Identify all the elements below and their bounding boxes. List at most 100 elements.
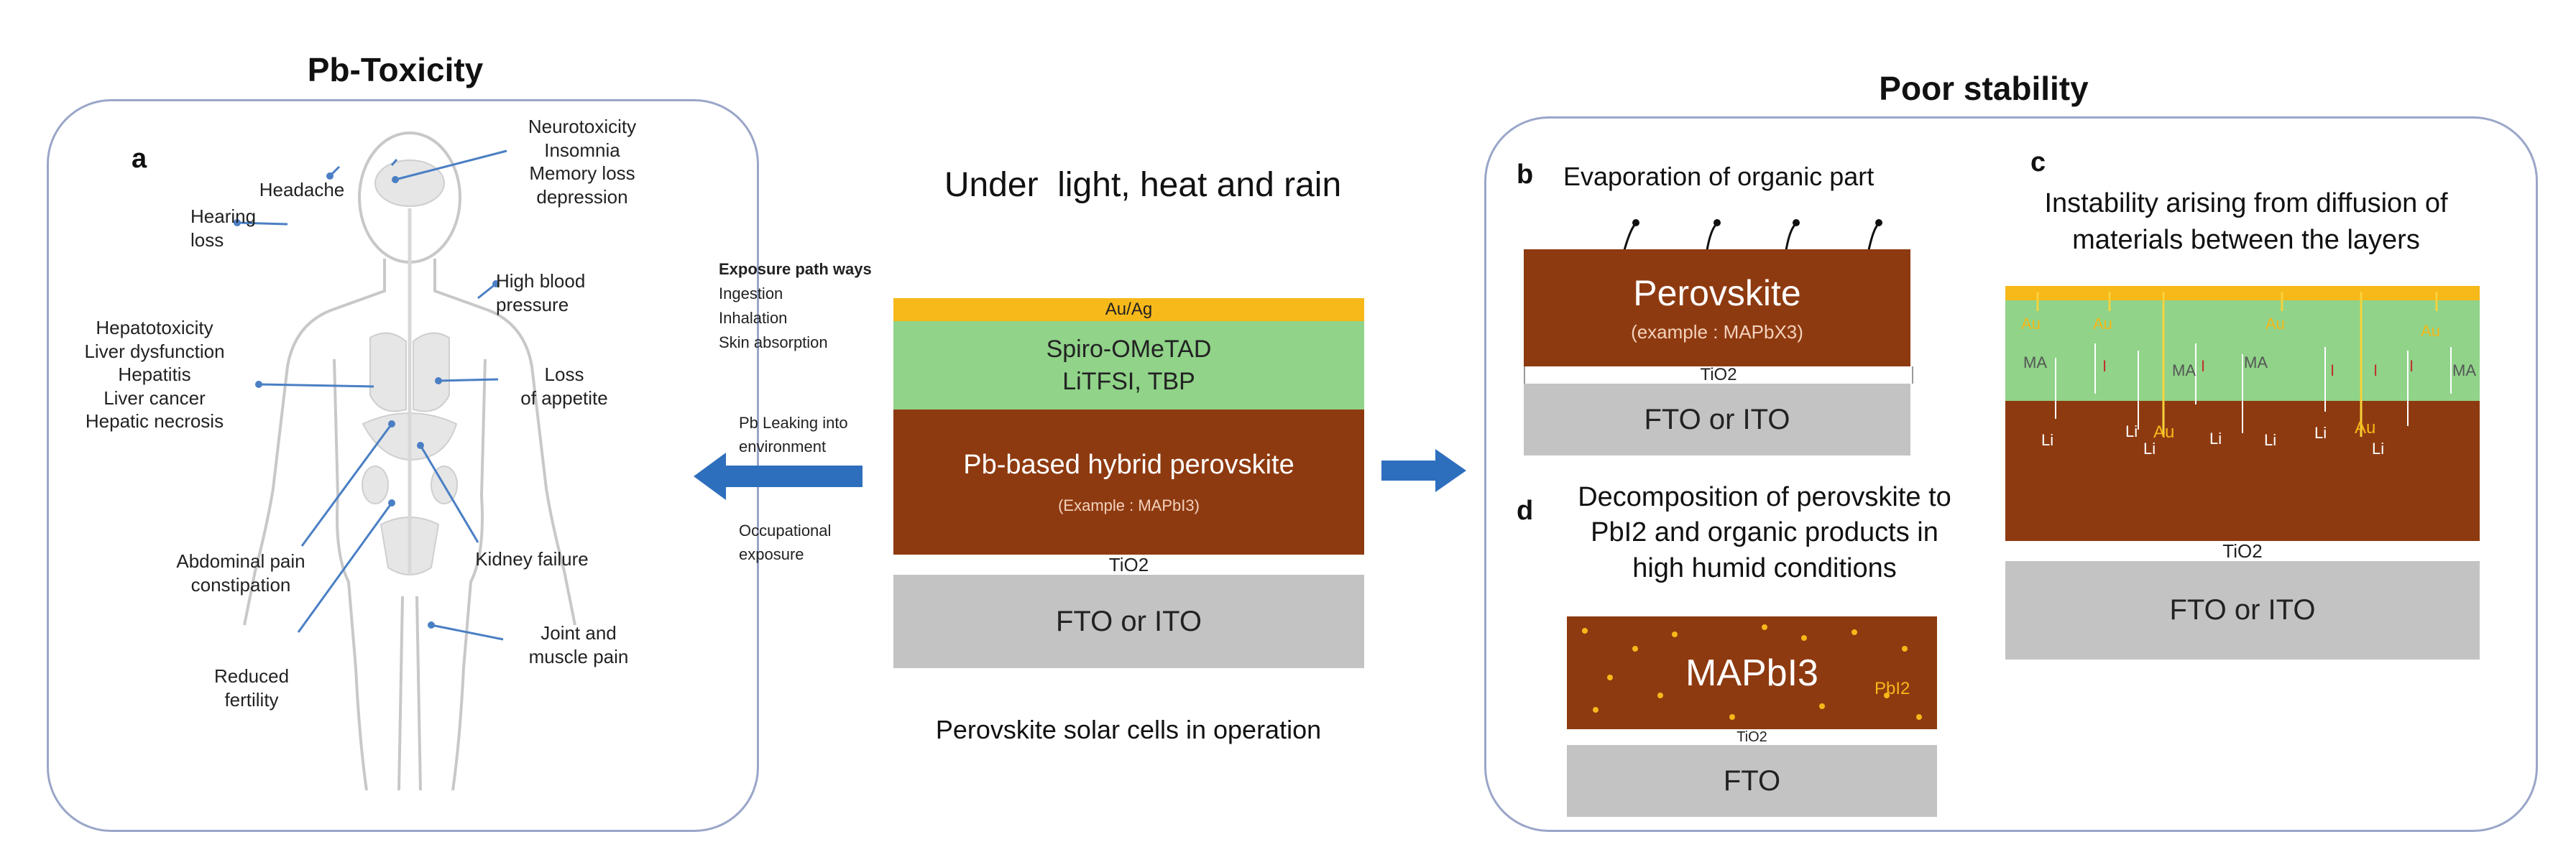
evaporation-wisps <box>1623 219 1882 251</box>
pb-toxicity-title: Pb-Toxicity <box>307 51 484 88</box>
panel-d-tio2-layer: TiO2 <box>1567 729 1937 745</box>
symptom-fertility-line: fertility <box>224 688 279 711</box>
au-diffusion-label: Au <box>2266 315 2285 333</box>
au-diffusion-label: Au <box>2093 315 2112 333</box>
ma-label: MA <box>2023 353 2047 371</box>
occupational-line: Occupational <box>739 522 832 540</box>
iodide-label: I <box>2201 357 2206 375</box>
pb-toxicity-panel <box>47 99 759 832</box>
symptom-fertility-line: Reduced <box>213 665 290 687</box>
arrow-right-to-stability <box>1381 449 1466 492</box>
symptom-neurotoxicity: Neurotoxicity Insomnia Memory loss depre… <box>518 115 647 208</box>
layer-perovskite-label: Pb-based hybrid perovskite <box>963 449 1294 480</box>
au-diffusion-label: Au <box>2421 322 2440 340</box>
center-heading: Under light, heat and rain <box>944 166 1342 204</box>
lithium-label: Li <box>2041 431 2054 449</box>
panel-d-mapbi3-label: MAPbI3 <box>1685 652 1818 694</box>
layer-fto-ito-label: FTO or ITO <box>1056 605 1202 637</box>
symptom-hearing-line: loss <box>190 228 224 251</box>
exposure-title: Exposure path ways <box>719 260 872 278</box>
iodide-label: I <box>2409 357 2414 375</box>
layer-perovskite-example: (Example : MAPbI3) <box>1058 496 1200 514</box>
symptom-abdominal-line: Abdominal pain <box>176 550 305 572</box>
symptom-abdominal-line: constipation <box>190 573 291 596</box>
panel-letter-b: b <box>1517 159 1534 190</box>
symptom-joint-line: muscle pain <box>528 645 629 667</box>
panel-d-perovskite-layer: MAPbI3 <box>1567 616 1937 729</box>
symptom-appetite-line: Loss <box>544 364 584 385</box>
symptom-liver-line: Hepatotoxicity <box>96 317 213 338</box>
panel-d-caption-line: PbI2 and organic products in <box>1591 517 1938 548</box>
pb-leaking-line: Pb Leaking into <box>739 414 848 432</box>
panel-c-substrate-label: FTO or ITO <box>2169 594 2316 626</box>
layer-fto-ito: FTO or ITO <box>893 575 1364 668</box>
symptom-bp-line: pressure <box>496 293 569 315</box>
layer-au-ag: Au/Ag <box>893 298 1364 321</box>
au-diffusion-label: Au <box>2153 422 2175 442</box>
panel-b-substrate-layer: FTO or ITO <box>1524 384 1910 455</box>
symptom-leader-lines <box>234 149 507 641</box>
panel-letter-d: d <box>1517 496 1534 526</box>
exposure-item: Inhalation <box>719 309 788 328</box>
layer-tio2-label: TiO2 <box>1108 553 1149 575</box>
panel-d-substrate-label: FTO <box>1723 764 1781 797</box>
au-diffusion-label: Au <box>2355 418 2376 438</box>
layer-perovskite: Pb-based hybrid perovskite (Example : MA… <box>893 410 1364 555</box>
ma-label: MA <box>2172 361 2196 379</box>
layer-spiro-ometad: Spiro-OMeTAD LiTFSI, TBP <box>893 321 1364 410</box>
symptom-hearing-loss: Hearing loss <box>190 205 270 251</box>
exposure-item: Ingestion <box>719 285 783 303</box>
occupational-exposure-label: Occupational exposure <box>739 519 831 566</box>
symptom-headache: Headache <box>259 179 345 200</box>
lithium-label: Li <box>2264 431 2277 449</box>
panel-d-caption-line: high humid conditions <box>1632 552 1897 583</box>
ma-label: MA <box>2452 361 2476 379</box>
symptom-neuro-line: Memory loss <box>529 162 635 184</box>
panel-b-example: (example : MAPbX3) <box>1631 321 1803 343</box>
symptom-liver-line: Liver dysfunction <box>84 340 225 362</box>
symptom-bp-line: High blood <box>496 270 586 292</box>
symptom-liver-line: Hepatitis <box>118 364 191 385</box>
panel-d-substrate-layer: FTO <box>1567 745 1937 817</box>
panel-d-pbi2-label: PbI2 <box>1874 679 1910 698</box>
iodide-label: I <box>2330 361 2335 379</box>
panel-c-caption-line: materials between the layers <box>2072 225 2420 256</box>
panel-d-caption-line: Decomposition of perovskite to <box>1578 482 1951 512</box>
layer-htl-line: LiTFSI, TBP <box>1062 367 1195 395</box>
panel-b-substrate-label: FTO or ITO <box>1644 403 1790 435</box>
panel-b-caption: Evaporation of organic part <box>1563 162 1874 191</box>
panel-c-caption: Instability arising from diffusion of ma… <box>1995 185 2498 259</box>
exposure-item: Skin absorption <box>719 333 828 352</box>
symptom-liver-line: Hepatic necrosis <box>85 410 224 432</box>
lithium-label: Li <box>2372 440 2385 458</box>
panel-letter-c: c <box>2030 147 2046 177</box>
symptom-abdominal-pain: Abdominal pain constipation <box>165 550 316 596</box>
lithium-label: Li <box>2314 424 2327 442</box>
symptom-hearing-line: Hearing <box>190 205 257 227</box>
symptom-appetite-line: of appetite <box>520 387 608 409</box>
symptom-high-blood-pressure: High blood pressure <box>496 269 625 316</box>
ma-label: MA <box>2244 353 2268 371</box>
panel-b-tio2-label: TiO2 <box>1700 365 1737 384</box>
exposure-pathways: Exposure path ways Ingestion Inhalation … <box>719 257 872 355</box>
layer-htl-line: Spiro-OMeTAD <box>1046 336 1212 364</box>
panel-letter-a: a <box>132 144 147 174</box>
panel-b-perovskite-label: Perovskite <box>1633 273 1801 313</box>
panel-c-caption-line: Instability arising from diffusion of <box>2044 188 2448 218</box>
panel-c-tio2-layer: TiO2 <box>2005 540 2480 562</box>
symptom-neuro-line: depression <box>536 185 628 208</box>
poor-stability-title: Poor stability <box>1879 70 2089 107</box>
occupational-line: exposure <box>739 545 804 563</box>
symptom-neuro-line: Insomnia <box>544 139 620 161</box>
panel-d-tio2-label: TiO2 <box>1736 728 1767 745</box>
lithium-label: Li <box>2143 440 2156 458</box>
center-caption: Perovskite solar cells in operation <box>935 715 1322 744</box>
symptom-reduced-fertility: Reduced fertility <box>194 665 309 711</box>
lithium-label: Li <box>2125 422 2138 440</box>
panel-c-substrate-layer: FTO or ITO <box>2005 561 2480 660</box>
symptom-loss-of-appetite: Loss of appetite <box>503 363 625 410</box>
layer-tio2: TiO2 <box>893 553 1364 575</box>
lithium-label: Li <box>2209 430 2222 448</box>
panel-b-perovskite-layer: Perovskite (example : MAPbX3) <box>1524 249 1910 366</box>
panel-b-tio2-layer: TiO2 <box>1524 365 1913 384</box>
